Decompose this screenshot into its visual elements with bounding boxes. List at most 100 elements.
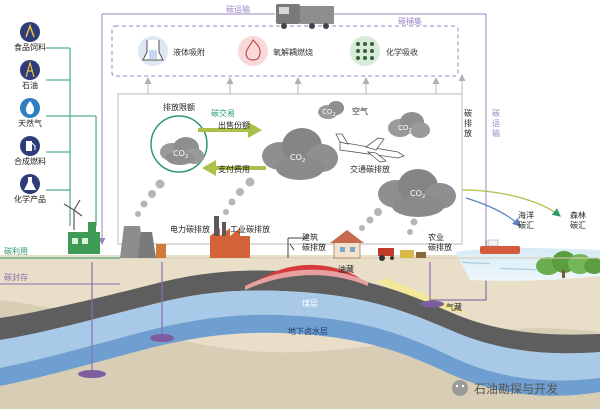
co2-cloud-transport — [388, 112, 430, 138]
sky-zone: CO2 空气 CO2 交通碳排放 CO2 — [318, 101, 456, 217]
aquifer-lower-band — [0, 314, 600, 396]
air-label: 空气 — [352, 106, 368, 116]
sell-label: 出售份额 — [218, 120, 250, 130]
storage-plume-1 — [78, 370, 106, 378]
oil-reservoir-label: 油藏 — [338, 264, 354, 274]
co2-cloud-large — [378, 169, 456, 217]
capture-method-combustion: 氧解耦燃烧 — [238, 36, 313, 66]
product-food-feed: 食品饲料 — [14, 22, 46, 52]
gas-reservoir-layer — [375, 278, 470, 314]
ocean-sink-arrow — [465, 197, 521, 227]
transport-emission-label: 交通碳排放 — [350, 164, 390, 174]
pump-glyph — [26, 141, 32, 151]
co2-cloud-quota — [160, 137, 204, 165]
molecule-grid-icon — [356, 42, 374, 60]
utilization-plant-icon — [68, 222, 100, 254]
drop-glyph — [26, 101, 34, 115]
capture-method-chemical: 化学吸收 — [350, 36, 418, 66]
co2-cloud-sell — [262, 128, 338, 180]
deep-soil — [0, 300, 600, 409]
side-emission-1: 碳排放 — [464, 108, 472, 138]
side-transport-1: 碳运输 — [492, 108, 500, 138]
side-transport-label: 碳运输 — [492, 108, 500, 138]
product-label: 石油 — [22, 80, 38, 90]
oil-derrick-icon — [20, 60, 40, 80]
quota-label: 排放限额 — [163, 102, 195, 112]
coal-seam-band — [0, 270, 600, 354]
farm-tractor-icon — [378, 248, 426, 261]
watermark-text: 石油勘探与开发 — [474, 381, 558, 396]
quota-co2: CO2 — [173, 149, 188, 160]
power-emission-label: 电力碳排放 — [170, 224, 210, 234]
gas-reservoir-label: 气藏 — [446, 302, 462, 312]
transport-label: 碳运输 — [226, 4, 250, 14]
trade-label: 碳交易 — [211, 108, 235, 118]
utilization-label: 碳利用 — [4, 246, 28, 256]
utilization-products: 食品饲料 石油 天然气 合成燃料 化学产品 — [14, 22, 46, 204]
flame-icon — [245, 38, 261, 61]
storage-label: 碳封存 — [4, 272, 28, 282]
flask-icon — [142, 40, 164, 61]
capture-label-1: 液体吸附 — [173, 47, 205, 57]
payment-arrow — [202, 160, 266, 176]
product-label: 合成燃料 — [14, 156, 46, 166]
sea-wave-1 — [461, 261, 491, 265]
aquifer-band — [0, 290, 600, 381]
tanker-ship-icon — [480, 246, 520, 254]
transport-co2: CO2 — [398, 124, 412, 134]
capture-method-liquid: 液体吸附 — [138, 36, 205, 66]
product-natural-gas: 天然气 — [18, 98, 42, 128]
industry-emission-label: 工业碳排放 — [230, 224, 270, 234]
building-emission-label: 建筑碳排放 — [302, 232, 326, 252]
payment-label: 支付费用 — [218, 164, 250, 174]
product-oil: 石油 — [20, 60, 40, 90]
trade-zone: CO2 CO2 排放限额 碳交易 出售份额 支付费用 — [150, 102, 338, 180]
derrick-glyph — [25, 60, 35, 78]
wheat-glyph — [25, 23, 35, 38]
nozzle-glyph — [31, 142, 36, 150]
surface-right — [455, 239, 600, 281]
aquifer-label: 地下卤水层 — [288, 326, 328, 336]
tanker-cabin — [487, 239, 499, 247]
large-co2: CO2 — [410, 189, 425, 200]
storage-plume-2 — [150, 334, 174, 342]
side-emission-label: 碳排放 — [464, 108, 472, 138]
storage-plume-3 — [420, 300, 444, 308]
flask-glyph — [24, 177, 36, 190]
smoke-trails — [135, 177, 418, 235]
forest-sink-arrow — [461, 189, 561, 217]
oil-reservoir-rim — [245, 269, 368, 290]
sea-wave-2 — [499, 267, 537, 271]
capture-label: 碳捕集 — [398, 16, 422, 26]
sell-co2: CO2 — [290, 153, 305, 164]
forest-icon — [536, 251, 600, 278]
agriculture-emission-label: 农业碳排放 — [428, 232, 452, 252]
forest-sink-label: 森林碳汇 — [570, 210, 586, 230]
coal-seam-label: 煤层 — [302, 298, 318, 308]
ocean-sink-label: 海洋碳汇 — [518, 210, 534, 230]
airplane-icon — [335, 133, 405, 163]
sky-co2: CO2 — [322, 108, 336, 118]
product-chemicals: 化学产品 — [14, 174, 46, 204]
capture-label-2: 氧解耦燃烧 — [273, 47, 313, 57]
building-construction-icon — [287, 237, 306, 258]
product-label: 天然气 — [18, 118, 42, 128]
capture-circle-2 — [238, 36, 268, 66]
wechat-icon — [452, 380, 468, 396]
sell-arrow — [198, 122, 262, 138]
product-label: 化学产品 — [14, 194, 46, 204]
wind-turbine-icon — [63, 199, 83, 230]
building-emission-label-1: 建筑碳排放 — [302, 232, 326, 252]
food-feed-icon — [20, 22, 40, 42]
power-plant-icon — [120, 226, 166, 258]
product-synthetic-fuel: 合成燃料 — [14, 136, 46, 166]
truck-icon — [276, 4, 334, 29]
co2-cloud-small — [318, 101, 344, 119]
capture-label-3: 化学吸收 — [386, 47, 418, 57]
house-icon — [330, 230, 364, 259]
factory-icon — [210, 216, 250, 258]
watermark: 石油勘探与开发 — [452, 380, 558, 396]
product-label: 食品饲料 — [14, 42, 46, 52]
